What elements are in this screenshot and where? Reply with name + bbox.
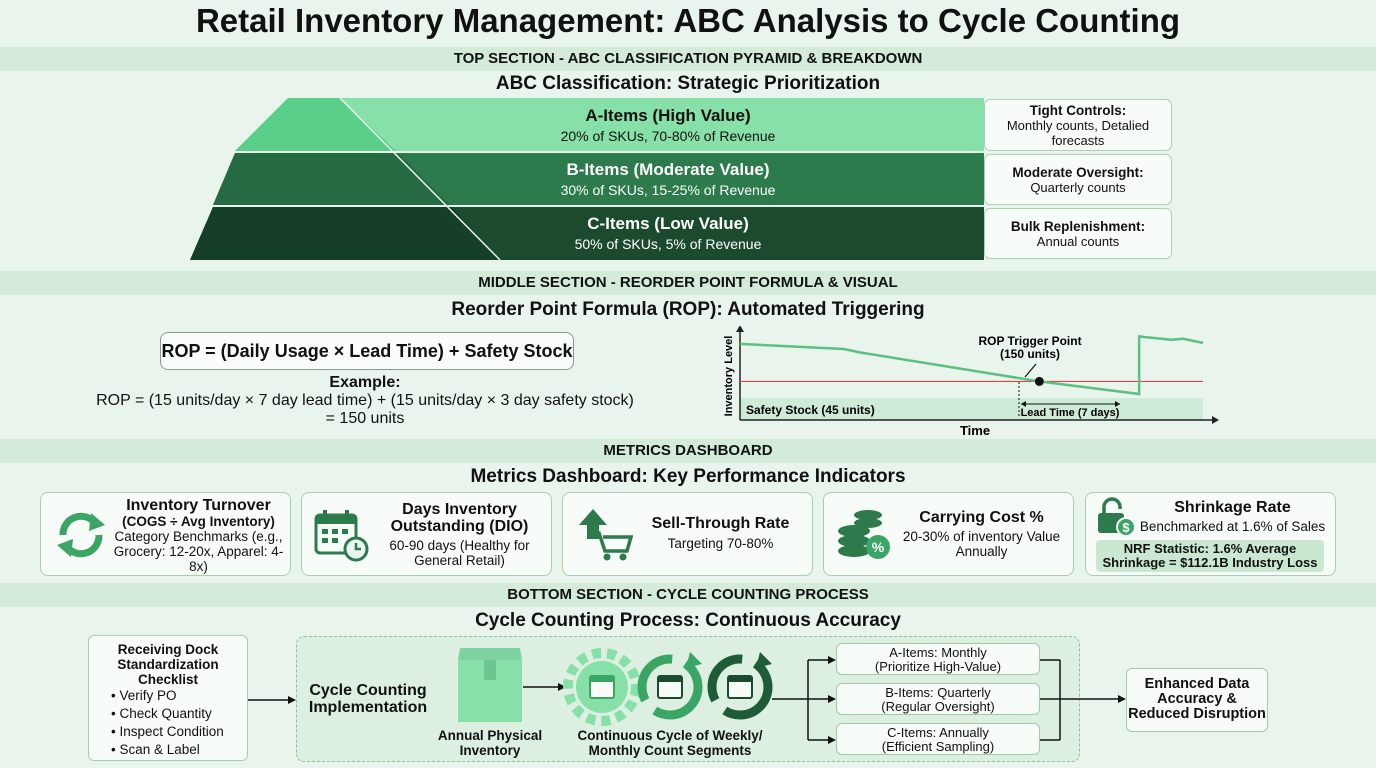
tier-b-control: Moderate Oversight: Quarterly counts <box>984 154 1172 205</box>
metric-card-carrying: % Carrying Cost % 20-30% of inventory Va… <box>823 492 1074 576</box>
abc-pyramid <box>190 98 984 261</box>
gear-calendar-icon <box>563 648 641 726</box>
lock-dollar-icon: $ <box>1098 497 1136 537</box>
continuous-cycle-label: Continuous Cycle of Weekly/ Monthly Coun… <box>577 728 763 758</box>
page-title: Retail Inventory Management: ABC Analysi… <box>195 2 1181 39</box>
tier-b-label: B-Items (Moderate Value) 30% of SKUs, 15… <box>360 160 976 198</box>
pyramid-face-c <box>190 207 500 260</box>
metric-dio-title: Days Inventory Outstanding (DIO) <box>390 501 529 535</box>
abc-subtitle: ABC Classification: Strategic Prioritiza… <box>495 73 881 94</box>
tier-c-name: C-Items (Low Value) <box>587 214 749 233</box>
metrics-subtitle: Metrics Dashboard: Key Performance Indic… <box>470 466 906 487</box>
tier-c-control-desc: Annual counts <box>1036 233 1120 249</box>
trigger-label-2: (150 units) <box>1000 347 1060 361</box>
metric-dio-desc: 60-90 days (Healthy for General Retail) <box>389 538 530 568</box>
rop-subtitle: Reorder Point Formula (ROP): Automated T… <box>451 299 925 320</box>
result-box: Enhanced Data Accuracy & Reduced Disrupt… <box>1126 668 1268 732</box>
tier-a-control: Tight Controls: Monthly counts, Detalied… <box>984 99 1172 151</box>
cycle-tier-b-line2: (Regular Oversight) <box>881 699 995 714</box>
rop-trigger-point <box>1034 376 1044 386</box>
lead-time-arrow-left <box>1021 401 1026 407</box>
pyramid-tier-a <box>235 98 984 151</box>
rop-example-line1: ROP = (15 units/day × 7 day lead time) +… <box>96 392 634 409</box>
rop-formula: ROP = (Daily Usage × Lead Time) + Safety… <box>160 332 574 370</box>
checklist-item: • Inspect Condition <box>111 724 224 739</box>
metric-sellthrough-desc: Targeting 70-80% <box>667 536 774 551</box>
metric-carrying-title: Carrying Cost % <box>919 509 1044 526</box>
rop-chart: Inventory Level Time Safety Stock (45 un… <box>723 326 1219 438</box>
tier-a-control-desc: Monthly counts, Detalied forecasts <box>1006 117 1150 148</box>
calendar-clock-icon <box>314 510 369 562</box>
metric-turnover-desc: Category Benchmarks (e.g., Grocery: 12-2… <box>113 529 284 574</box>
cycle-tier-a: A-Items: Monthly (Prioritize High-Value) <box>836 643 1040 675</box>
tier-a-control-title: Tight Controls: <box>1029 102 1127 118</box>
trigger-pointer <box>1024 363 1037 378</box>
safety-stock-label: Safety Stock (45 units) <box>746 403 875 417</box>
y-axis-arrow <box>736 326 744 332</box>
tier-a-label: A-Items (High Value) 20% of SKUs, 70-80%… <box>360 106 976 144</box>
cycle-flow-diagram <box>248 648 1126 744</box>
shrinkage-nrf-note: NRF Statistic: 1.6% Average Shrinkage = … <box>1096 540 1324 572</box>
lead-time-arrow-right <box>1115 401 1120 407</box>
cycle-tier-b: B-Items: Quarterly (Regular Oversight) <box>836 683 1040 715</box>
metric-turnover-title: Inventory Turnover <box>126 497 271 514</box>
x-axis-label: Time <box>960 423 990 438</box>
tier-b-name: B-Items (Moderate Value) <box>566 160 770 179</box>
cycle-tier-b-line1: B-Items: Quarterly <box>885 685 991 700</box>
tier-a-name: A-Items (High Value) <box>585 106 751 125</box>
cycle-tier-a-line2: (Prioritize High-Value) <box>874 659 1002 674</box>
lead-time-label: Lead Time (7 days) <box>1021 407 1120 419</box>
pyramid-edge <box>339 98 501 261</box>
metric-shrinkage-desc: Benchmarked at 1.6% of Sales <box>1139 519 1326 534</box>
inventory-series-line <box>739 335 1204 396</box>
y-axis-label: Inventory Level <box>723 336 735 417</box>
pyramid-face-b <box>213 153 450 205</box>
tier-b-control-title: Moderate Oversight: <box>1012 164 1144 180</box>
coins-percent-icon: % <box>838 510 890 559</box>
cycle-implementation-label: Cycle Counting Implementation <box>308 682 428 716</box>
metric-sellthrough-title: Sell-Through Rate <box>651 515 790 532</box>
cycle-arrows-icon <box>57 512 105 558</box>
cart-arrow-icon <box>579 509 633 561</box>
pyramid-face-a <box>235 98 396 151</box>
checklist-item: • Check Quantity <box>111 706 212 721</box>
cycle-subtitle: Cycle Counting Process: Continuous Accur… <box>475 610 901 631</box>
checklist-item: • Verify PO <box>111 688 177 703</box>
checklist-item: • Scan & Label <box>111 742 200 757</box>
metrics-section-header: METRICS DASHBOARD <box>0 439 1376 463</box>
rop-example-label: Example: <box>329 374 401 391</box>
bottom-section-header: BOTTOM SECTION - CYCLE COUNTING PROCESS <box>0 583 1376 607</box>
metric-card-sellthrough: Sell-Through Rate Targeting 70-80% <box>562 492 813 576</box>
metric-card-dio: Days Inventory Outstanding (DIO) 60-90 d… <box>301 492 552 576</box>
svg-text:$: $ <box>1122 520 1130 535</box>
rop-example: Example: ROP = (15 units/day × 7 day lea… <box>80 374 650 428</box>
cycle-tier-c: C-Items: Annually (Efficient Sampling) <box>836 723 1040 755</box>
x-axis-arrow <box>1212 416 1219 424</box>
tier-b-control-desc: Quarterly counts <box>1030 179 1126 195</box>
cycle-tier-c-line1: C-Items: Annually <box>887 725 989 740</box>
trigger-label-1: ROP Trigger Point <box>978 334 1081 348</box>
tier-c-control: Bulk Replenishment: Annual counts <box>984 208 1172 259</box>
metric-shrinkage-title: Shrinkage Rate <box>1174 499 1291 516</box>
tier-c-label: C-Items (Low Value) 50% of SKUs, 5% of R… <box>360 214 976 252</box>
receiving-checklist: Receiving Dock Standardization Checklist… <box>88 635 248 761</box>
metric-turnover-sub: (COGS ÷ Avg Inventory) <box>122 514 275 529</box>
metric-carrying-desc: 20-30% of inventory Value Annually <box>902 529 1061 559</box>
rop-example-line2: = 150 units <box>325 410 405 427</box>
cycle-tier-a-line1: A-Items: Monthly <box>889 645 987 660</box>
svg-text:%: % <box>872 539 885 555</box>
top-section-header: TOP SECTION - ABC CLASSIFICATION PYRAMID… <box>0 47 1376 71</box>
middle-section-header: MIDDLE SECTION - REORDER POINT FORMULA &… <box>0 271 1376 295</box>
metric-card-turnover: Inventory Turnover (COGS ÷ Avg Inventory… <box>40 492 291 576</box>
cycle-tier-c-line2: (Efficient Sampling) <box>881 739 995 754</box>
cycle-calendar-icon <box>707 652 773 720</box>
cycle-calendar-icon <box>637 652 703 720</box>
checklist-title: Receiving Dock Standardization Checklist <box>117 642 219 687</box>
tier-b-desc: 30% of SKUs, 15-25% of Revenue <box>560 182 776 198</box>
box-icon <box>458 648 522 722</box>
annual-inventory-label: Annual Physical Inventory <box>437 728 543 758</box>
tier-c-control-title: Bulk Replenishment: <box>1010 218 1146 234</box>
tier-a-desc: 20% of SKUs, 70-80% of Revenue <box>560 128 776 144</box>
tier-c-desc: 50% of SKUs, 5% of Revenue <box>574 236 762 252</box>
